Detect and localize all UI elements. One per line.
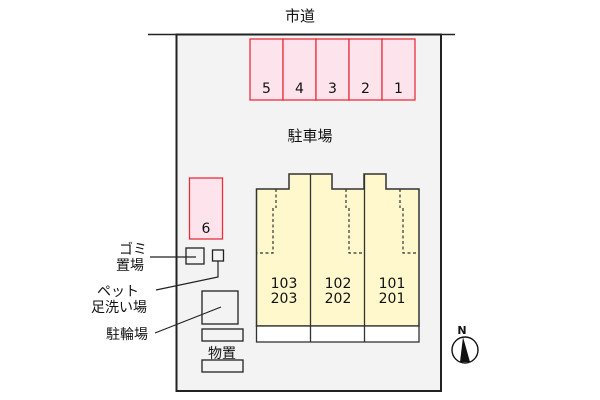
leader-line [155,261,219,291]
parking-spaces: 5 4 3 2 1 [249,38,416,101]
compass-north-icon: N [451,324,479,364]
road-label: 市道 [285,7,315,25]
compass-needle [463,337,470,362]
garbage-area-box [185,247,205,265]
parking-space [381,38,416,101]
unit-number: 103 [271,276,298,292]
unit-number: 202 [325,291,352,307]
parking-space [249,38,284,101]
storage-box [201,359,244,373]
dashed-outline [257,189,277,254]
parking-space [282,38,317,101]
storage-box [201,328,244,342]
garbage-label: 置場 [116,258,144,274]
parking-space-number: 2 [361,81,370,97]
parking-space-number: 3 [328,81,337,97]
unit-number: 203 [271,291,298,307]
dashed-outline [399,189,419,254]
dashed-outline [345,189,364,254]
parking-space-number: 1 [394,81,403,97]
bicycle-parking-box [201,290,239,325]
garbage-label: ゴミ [119,241,147,258]
front-strip [255,325,420,343]
unit-number: 201 [379,291,406,307]
leader-line [154,306,222,334]
parking-space-number: 4 [295,81,304,97]
apartment-building: 103 203 102 202 101 201 [255,173,420,343]
compass-label: N [457,324,466,337]
compass-needle [460,337,463,362]
storage-label: 物置 [208,346,236,362]
parking-space-number: 5 [262,81,271,97]
pet-wash-label: 足洗い場 [91,300,147,316]
bicycle-parking-label: 駐輪場 [106,326,148,343]
unit-number: 101 [379,276,406,292]
parking-space-number: 6 [202,221,211,237]
unit-number: 102 [325,276,352,292]
parking-label: 駐車場 [287,127,332,145]
pet-wash-label: ペット [97,284,139,300]
parking-space-6 [188,177,224,240]
